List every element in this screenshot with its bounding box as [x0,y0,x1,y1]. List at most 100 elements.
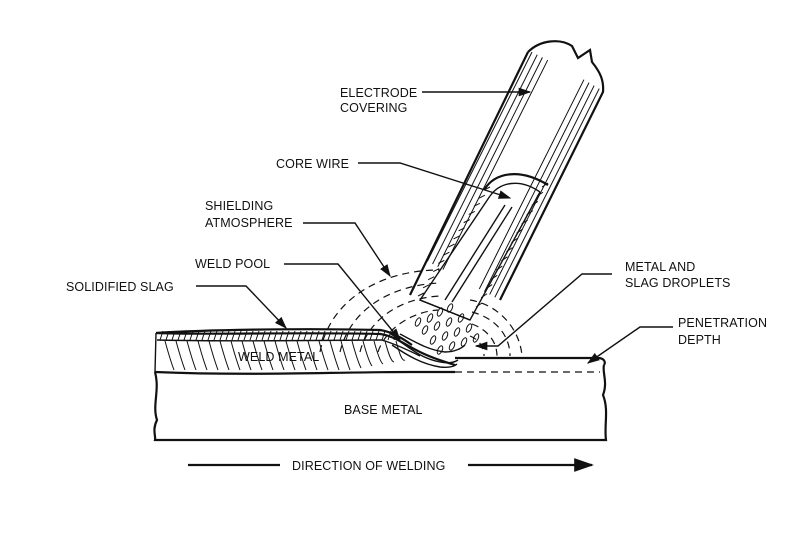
covering-side-hatch [475,302,483,308]
slag-hatch-stroke [195,330,200,341]
covering-stripe [468,78,585,300]
covering-side-hatch [433,268,440,272]
slag-hatch-stroke [279,330,284,341]
weld-ripple [329,340,340,371]
covering-side-hatch [531,201,539,206]
slag-hatch-stroke [297,330,302,341]
weld-ripple [263,340,274,371]
weld-ripple [373,340,384,365]
weld-ripple [395,340,406,361]
droplet [446,303,454,313]
covering-side-hatch [458,227,465,232]
covering-side-hatch [506,247,513,253]
slag-hatch-stroke [285,330,290,341]
covering-side-hatch [478,194,486,199]
weld-ripple [351,340,362,369]
weld-ripple [252,340,263,371]
covering-stripe [416,51,533,283]
label-penetration-depth-2: DEPTH [678,333,721,347]
covering-side-hatch [521,219,528,225]
weld-ripple [164,340,175,371]
slag-hatch-stroke [189,330,194,341]
covering-side-hatch [448,243,455,248]
slag-hatch-stroke [261,330,266,341]
covering-side-hatch [541,182,549,188]
covering-side-hatch [422,284,430,289]
label-direction-of-welding: DIRECTION OF WELDING [292,459,445,473]
droplet [453,327,461,337]
leader-lines [188,87,673,472]
weld-ripple [307,340,318,371]
covering-side-hatch [438,259,445,264]
label-base-metal: BASE METAL [344,403,423,417]
slag-hatch-stroke [225,330,230,341]
covering-side-hatch [480,293,488,299]
slag-hatch-stroke [219,330,224,341]
weld-ripple [274,340,285,371]
covering-side-hatch [516,228,523,234]
weld-metal-bead [154,328,466,373]
covering-stripe [421,54,538,285]
slag-hatch-stroke [237,330,242,341]
droplet [429,335,437,345]
weld-ripple [340,340,351,371]
slag-hatching [159,330,398,341]
slag-hatch-stroke [255,330,260,341]
label-shielding-atmosphere-2: ATMOSPHERE [205,216,293,230]
label-electrode-covering-1: ELECTRODE [340,86,417,100]
covering-side-hatch [526,210,534,216]
slag-hatch-stroke [201,330,206,341]
covering-side-hatch [463,219,470,224]
label-electrode-covering-2: COVERING [340,101,407,115]
covering-side-hatch [468,211,475,215]
weld-ripple [186,340,197,371]
slag-hatch-stroke [243,330,248,341]
covering-side-hatch [496,265,503,271]
slag-hatch-stroke [339,330,344,341]
label-metal-slag-droplets-1: METAL AND [625,260,695,274]
slag-hatch-stroke [315,330,320,341]
slag-hatch-stroke [333,330,338,341]
droplet [433,321,441,331]
weld-ripple [197,340,208,371]
slag-hatch-stroke [183,330,188,341]
covering-side-hatch [501,256,508,262]
covering-side-hatch [417,292,425,297]
covering-side-hatch [511,237,518,243]
covering-side-hatch [443,251,450,256]
weld-ripple [208,340,219,371]
slag-hatch-stroke [309,330,314,341]
metal-slag-droplets [414,303,480,355]
slag-hatch-stroke [327,330,332,341]
covering-side-hatch [473,202,481,207]
slag-hatch-stroke [357,330,362,341]
slag-hatch-stroke [213,330,218,341]
covering-side-hatch [490,274,498,280]
droplet [421,325,429,335]
label-weld-metal: WELD METAL [238,350,319,364]
droplet [460,337,468,347]
slag-hatch-stroke [267,330,272,341]
weld-ripples [164,340,406,371]
electrode [409,40,605,321]
slag-hatch-stroke [159,330,164,341]
droplet [426,313,434,323]
covering-side-hatch [453,235,460,240]
droplet [414,317,422,327]
covering-stripe [474,81,590,300]
weld-ripple [318,340,329,371]
slag-hatch-stroke [207,330,212,341]
slag-hatch-stroke [303,330,308,341]
slag-hatch-stroke [369,330,374,341]
covering-side-hatch [427,276,435,281]
base-metal-block [153,356,608,442]
shielding-atmosphere-arcs [319,269,523,357]
slag-hatch-stroke [351,330,356,341]
slag-hatch-stroke [273,330,278,341]
slag-hatch-stroke [249,330,254,341]
label-solidified-slag: SOLIDIFIED SLAG [66,280,174,294]
slag-hatch-stroke [171,330,176,341]
label-penetration-depth-1: PENETRATION [678,316,767,330]
weld-ripple [241,340,252,371]
